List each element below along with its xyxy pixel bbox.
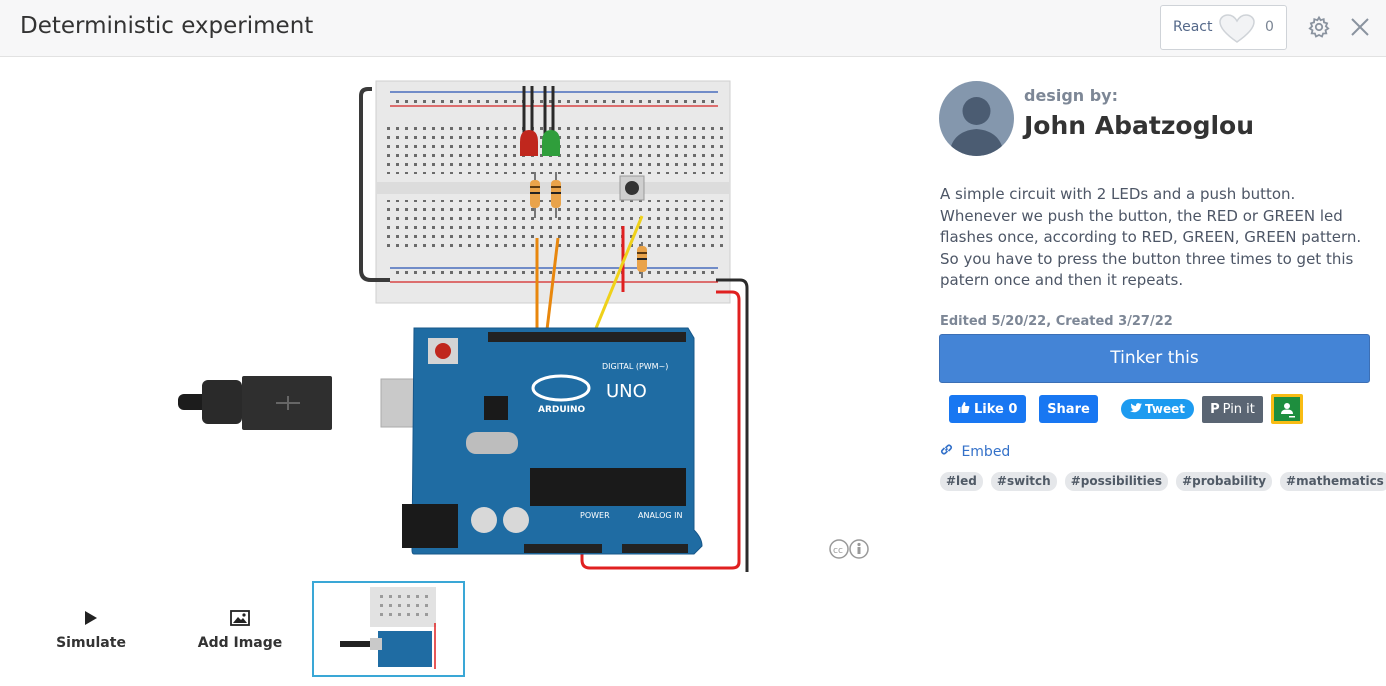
brand-label: ARDUINO — [538, 405, 586, 415]
tag-mathematics[interactable]: #mathematics — [1280, 472, 1386, 491]
resistor-3[interactable] — [637, 242, 647, 278]
pinterest-icon: P — [1210, 402, 1220, 417]
embed-link[interactable]: Embed — [940, 443, 1010, 460]
power-label: POWER — [580, 511, 610, 520]
tinker-this-button[interactable]: Tinker this — [939, 334, 1370, 383]
google-classroom-button[interactable] — [1271, 394, 1303, 424]
avatar[interactable] — [939, 81, 1014, 156]
close-icon[interactable] — [1349, 16, 1371, 42]
link-icon — [940, 444, 957, 460]
arduino-board[interactable]: ARDUINO UNO DIGITAL (PWM~) POWER ANALOG … — [402, 327, 703, 555]
page-title: Deterministic experiment — [20, 13, 314, 39]
classroom-icon — [1274, 397, 1300, 421]
ground-wire — [359, 87, 390, 282]
thumbnail-selected[interactable] — [312, 581, 465, 677]
add-image-button[interactable]: Add Image — [194, 610, 286, 651]
twitter-bird-icon — [1130, 402, 1143, 416]
gear-icon[interactable] — [1307, 15, 1331, 43]
led-green[interactable] — [542, 86, 560, 156]
svg-text:cc: cc — [833, 546, 843, 556]
facebook-like-button[interactable]: Like 0 — [949, 395, 1026, 423]
circuit-canvas[interactable]: ARDUINO UNO DIGITAL (PWM~) POWER ANALOG … — [150, 70, 880, 580]
tag-list: #led #switch #possibilities #probability… — [940, 472, 1386, 491]
heart-icon — [1219, 14, 1255, 48]
thumbs-up-icon — [957, 401, 970, 418]
add-image-label: Add Image — [197, 635, 283, 651]
image-icon — [194, 610, 286, 630]
description: A simple circuit with 2 LEDs and a push … — [940, 185, 1362, 289]
pin-label: Pin it — [1222, 402, 1255, 417]
resistor-2[interactable] — [551, 172, 561, 218]
tag-probability[interactable]: #probability — [1176, 472, 1273, 491]
play-icon — [52, 610, 130, 630]
analog-label: ANALOG IN — [638, 511, 683, 520]
like-label: Like 0 — [974, 401, 1018, 417]
tag-possibilities[interactable]: #possibilities — [1064, 472, 1169, 491]
tag-switch[interactable]: #switch — [990, 472, 1057, 491]
design-by-label: design by: — [1024, 86, 1119, 105]
tweet-label: Tweet — [1145, 402, 1185, 416]
push-button[interactable] — [619, 175, 645, 201]
creative-commons-icon: cc — [828, 538, 870, 564]
pinterest-button[interactable]: P Pin it — [1202, 396, 1263, 423]
simulate-label: Simulate — [56, 635, 126, 651]
digital-label: DIGITAL (PWM~) — [602, 362, 668, 371]
react-button[interactable]: React 0 — [1160, 5, 1287, 50]
resistor-1[interactable] — [530, 172, 540, 218]
embed-label: Embed — [961, 444, 1011, 460]
wire-orange-2 — [544, 237, 560, 339]
react-count: 0 — [1265, 19, 1274, 35]
model-label: UNO — [606, 381, 647, 402]
tweet-button[interactable]: Tweet — [1121, 399, 1194, 419]
author-name[interactable]: John Abatzoglou — [1024, 111, 1255, 140]
tag-led[interactable]: #led — [940, 472, 983, 491]
simulate-button[interactable]: Simulate — [52, 610, 130, 651]
top-bar: Deterministic experiment React 0 — [0, 0, 1386, 57]
led-red[interactable] — [520, 86, 538, 156]
react-label: React — [1173, 19, 1213, 35]
facebook-share-button[interactable]: Share — [1039, 395, 1098, 423]
wire-yellow — [590, 215, 644, 339]
edit-meta: Edited 5/20/22, Created 3/27/22 — [940, 314, 1173, 329]
